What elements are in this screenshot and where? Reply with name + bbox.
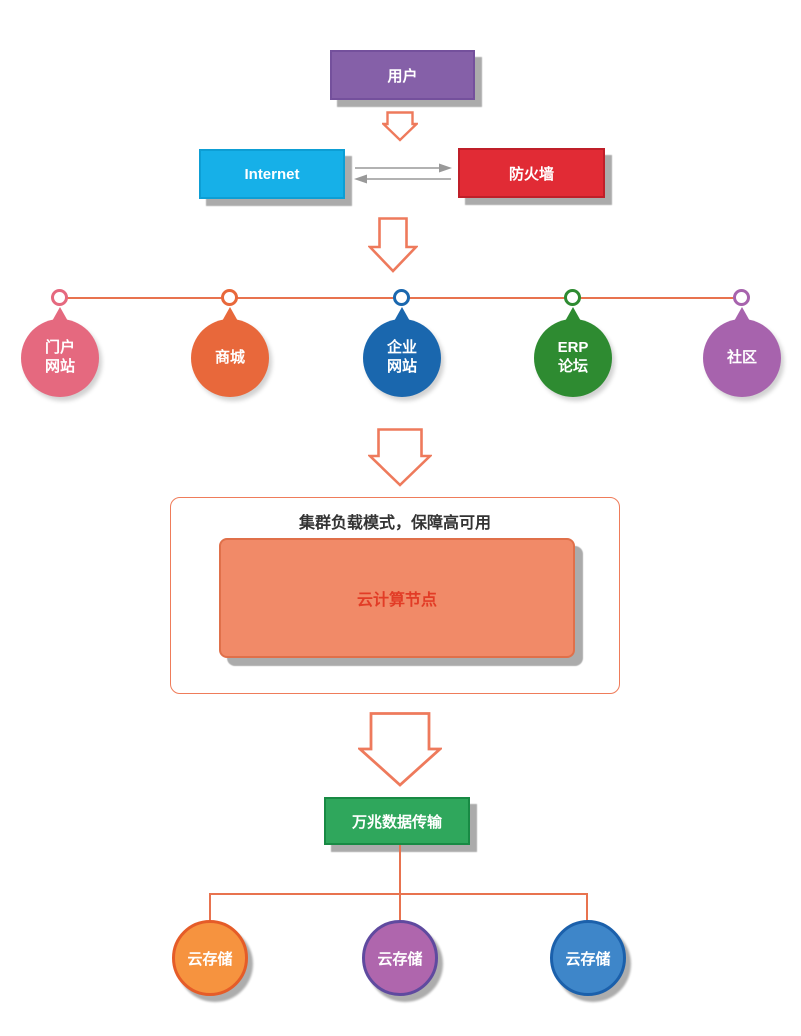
service-balloon-label: 商城 bbox=[191, 319, 269, 397]
timeline-node-icon bbox=[393, 289, 410, 306]
cloud-compute-node: 云计算节点 bbox=[219, 538, 575, 658]
data-transfer-node: 万兆数据传输 bbox=[324, 797, 470, 845]
data-transfer-node-label: 万兆数据传输 bbox=[351, 813, 442, 831]
cluster-title: 集群负载模式，保障高可用 bbox=[298, 515, 491, 532]
firewall-node-label: 防火墙 bbox=[508, 165, 554, 183]
service-balloon-label: 门户 网站 bbox=[21, 319, 99, 397]
firewall-node: 防火墙 bbox=[458, 148, 605, 198]
timeline-node-icon bbox=[51, 289, 68, 306]
connector-line bbox=[209, 893, 211, 922]
cloud-storage-node: 云存储 bbox=[550, 920, 626, 996]
cluster-container: 集群负载模式，保障高可用 云计算节点 bbox=[170, 497, 620, 694]
user-node-label: 用户 bbox=[387, 67, 418, 85]
service-balloon-erp-forum: ERP 论坛 bbox=[534, 307, 612, 403]
timeline-node-icon bbox=[564, 289, 581, 306]
down-arrow-icon bbox=[368, 217, 418, 273]
service-balloon-label: ERP 论坛 bbox=[534, 319, 612, 397]
timeline-node-icon bbox=[733, 289, 750, 306]
cloud-compute-node-label: 云计算节点 bbox=[356, 592, 437, 609]
cloud-storage-label: 云存储 bbox=[187, 950, 233, 968]
user-node: 用户 bbox=[330, 50, 475, 100]
down-arrow-icon bbox=[358, 712, 442, 787]
down-arrow-icon bbox=[382, 111, 418, 142]
internet-node-label: Internet bbox=[244, 165, 300, 183]
cloud-storage-label: 云存储 bbox=[565, 950, 611, 968]
connector-line bbox=[399, 893, 401, 922]
internet-node: Internet bbox=[199, 149, 345, 199]
service-balloon-label: 企业 网站 bbox=[363, 319, 441, 397]
connector-line bbox=[399, 845, 401, 894]
service-balloon-mall: 商城 bbox=[191, 307, 269, 403]
bidirectional-arrow-icon bbox=[354, 163, 452, 184]
down-arrow-icon bbox=[368, 428, 432, 487]
cloud-storage-label: 云存储 bbox=[377, 950, 423, 968]
service-balloon-enterprise-site: 企业 网站 bbox=[363, 307, 441, 403]
service-balloon-community: 社区 bbox=[703, 307, 781, 403]
connector-line bbox=[586, 893, 588, 922]
cloud-storage-node: 云存储 bbox=[172, 920, 248, 996]
service-balloon-label: 社区 bbox=[703, 319, 781, 397]
connector-line bbox=[209, 893, 588, 895]
service-balloon-portal: 门户 网站 bbox=[21, 307, 99, 403]
timeline-node-icon bbox=[221, 289, 238, 306]
cloud-storage-node: 云存储 bbox=[362, 920, 438, 996]
